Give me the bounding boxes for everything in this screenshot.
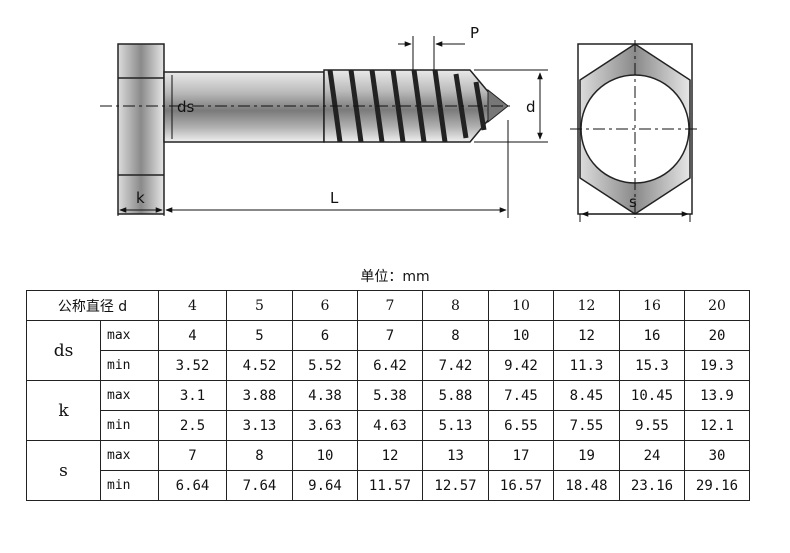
table-cell: 11.57 — [357, 470, 423, 501]
table-cell: 3.52 — [158, 350, 227, 381]
thread-diameter-dimension: d — [474, 69, 548, 143]
table-cell: 20 — [684, 320, 750, 351]
table-cell: 7 — [158, 440, 227, 471]
hex-head-end-view: s — [570, 40, 700, 222]
table-cell: 30 — [684, 440, 750, 471]
shank-diameter-label: ds — [177, 98, 195, 116]
table-cell: 10 — [292, 440, 358, 471]
header-cell: 5 — [226, 290, 293, 321]
table-cell: 16 — [619, 320, 685, 351]
table-cell: 18.48 — [553, 470, 620, 501]
table-cell: 24 — [619, 440, 685, 471]
table-cell: 3.88 — [226, 380, 293, 411]
table-cell: 10 — [488, 320, 554, 351]
header-cell: 10 — [488, 290, 554, 321]
table-cell: 2.5 — [158, 410, 227, 441]
group-label: k — [26, 380, 101, 441]
shank-diameter-dimension: ds — [171, 75, 195, 139]
header-cell: 4 — [158, 290, 227, 321]
unit-label: 单位：mm — [360, 269, 430, 285]
table-cell: 7.64 — [226, 470, 293, 501]
table-cell: 9.64 — [292, 470, 358, 501]
table-cell: 5.38 — [357, 380, 423, 411]
table-cell: 6.64 — [158, 470, 227, 501]
header-cell: 6 — [292, 290, 358, 321]
bolt-head-side — [117, 43, 165, 215]
row-label: min — [100, 350, 159, 381]
header-row: 公称直径 d 4 5 6 7 8 10 12 16 20 — [26, 290, 750, 321]
row-label: min — [100, 410, 159, 441]
shank — [163, 71, 325, 143]
table-cell: 3.1 — [158, 380, 227, 411]
table-cell: 6 — [292, 320, 358, 351]
table-cell: 29.16 — [684, 470, 750, 501]
table-cell: 12 — [553, 320, 620, 351]
screw-drawing: P d ds k L s — [100, 24, 700, 222]
row-label: max — [100, 320, 159, 351]
table-cell: 7.55 — [553, 410, 620, 441]
group-label: s — [26, 440, 101, 501]
table-cell: 5.52 — [292, 350, 358, 381]
table-cell: 13 — [422, 440, 489, 471]
header-cell: 7 — [357, 290, 423, 321]
thread-diameter-label: d — [526, 98, 536, 116]
pitch-dimension: P — [398, 24, 479, 70]
header-cell: 8 — [422, 290, 489, 321]
table-cell: 9.55 — [619, 410, 685, 441]
table-cell: 8 — [226, 440, 293, 471]
table-cell: 5 — [226, 320, 293, 351]
table-cell: 17 — [488, 440, 554, 471]
table-cell: 6.55 — [488, 410, 554, 441]
row-label: min — [100, 470, 159, 501]
table-cell: 3.13 — [226, 410, 293, 441]
across-flats-label: s — [629, 193, 637, 211]
table-cell: 9.42 — [488, 350, 554, 381]
row-label: max — [100, 380, 159, 411]
table-cell: 5.13 — [422, 410, 489, 441]
table-cell: 19 — [553, 440, 620, 471]
table-cell: 7 — [357, 320, 423, 351]
group-label: ds — [26, 320, 101, 381]
table-cell: 4 — [158, 320, 227, 351]
table-cell: 7.45 — [488, 380, 554, 411]
table-cell: 6.42 — [357, 350, 423, 381]
length-dimensions: k L — [117, 120, 509, 218]
header-cell: 20 — [684, 290, 750, 321]
header-cell: 12 — [553, 290, 620, 321]
table-cell: 10.45 — [619, 380, 685, 411]
table-cell: 3.63 — [292, 410, 358, 441]
table-cell: 4.38 — [292, 380, 358, 411]
table-cell: 15.3 — [619, 350, 685, 381]
table-cell: 12.57 — [422, 470, 489, 501]
table-cell: 8 — [422, 320, 489, 351]
row-label: max — [100, 440, 159, 471]
table-cell: 7.42 — [422, 350, 489, 381]
table-cell: 13.9 — [684, 380, 750, 411]
table-cell: 4.63 — [357, 410, 423, 441]
header-cell: 16 — [619, 290, 685, 321]
table-cell: 19.3 — [684, 350, 750, 381]
table-cell: 12.1 — [684, 410, 750, 441]
table-cell: 8.45 — [553, 380, 620, 411]
table-cell: 11.3 — [553, 350, 620, 381]
nominal-diameter-header: 公称直径 d — [26, 290, 159, 321]
table-cell: 16.57 — [488, 470, 554, 501]
head-height-label: k — [136, 189, 145, 207]
table-cell: 4.52 — [226, 350, 293, 381]
table-cell: 12 — [357, 440, 423, 471]
table-cell: 23.16 — [619, 470, 685, 501]
length-label: L — [330, 189, 339, 207]
pitch-label: P — [470, 24, 479, 42]
table-cell: 5.88 — [422, 380, 489, 411]
